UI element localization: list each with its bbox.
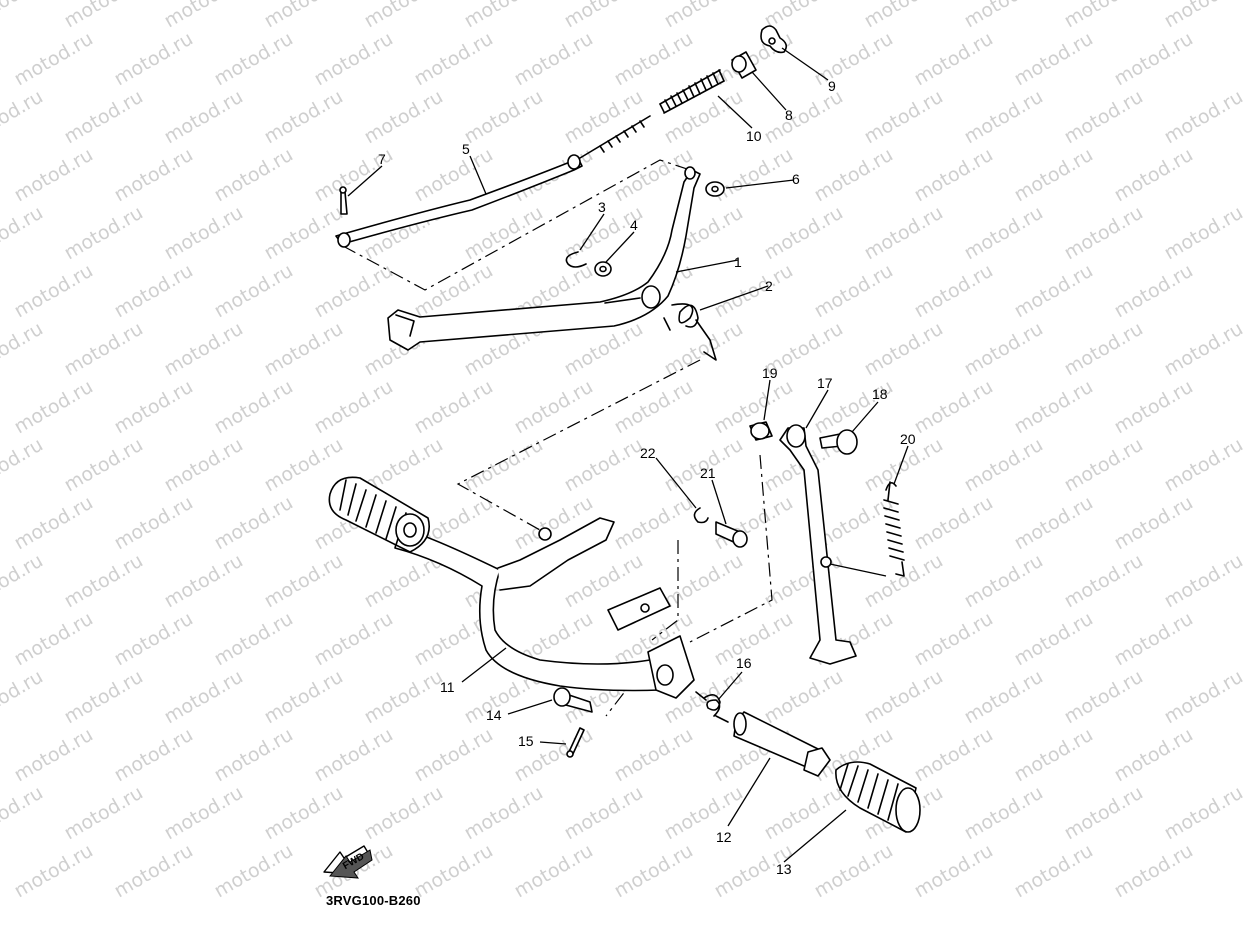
bolt-21 [715, 521, 748, 548]
return-spring [663, 303, 717, 361]
callout-labels: 1 2 3 4 5 6 7 8 9 10 11 12 13 14 15 16 1… [378, 78, 916, 877]
callout-9: 9 [828, 78, 836, 94]
diagram-code: 3RVG100-B260 [326, 893, 421, 908]
callout-10: 10 [746, 128, 762, 144]
callout-20: 20 [900, 431, 916, 447]
collar [749, 421, 773, 441]
compression-spring [659, 69, 725, 114]
callout-6: 6 [792, 171, 800, 187]
wing-nut [760, 25, 788, 54]
callout-15: 15 [518, 733, 534, 749]
callout-19: 19 [762, 365, 778, 381]
brake-rod [335, 115, 651, 248]
leader-lines [347, 47, 909, 863]
torsion-spring-16 [695, 691, 729, 723]
rod-joint [731, 51, 757, 79]
stand-spring [883, 481, 905, 577]
footrest-bar [394, 517, 695, 699]
callout-17: 17 [817, 375, 833, 391]
stand-bolt [819, 429, 858, 455]
callout-5: 5 [462, 141, 470, 157]
callout-22: 22 [640, 445, 656, 461]
callout-12: 12 [716, 829, 732, 845]
footpeg-shaft [733, 711, 831, 777]
cotter-pin-7 [339, 186, 348, 215]
forward-arrow-icon: FWD [323, 845, 373, 879]
pivot-pin [553, 687, 593, 713]
callout-14: 14 [486, 707, 502, 723]
side-stand [779, 424, 857, 665]
callout-13: 13 [776, 861, 792, 877]
circlip [565, 251, 587, 268]
callout-21: 21 [700, 465, 716, 481]
right-footpeg-rubber [835, 761, 921, 833]
callout-16: 16 [736, 655, 752, 671]
callout-4: 4 [630, 217, 638, 233]
callout-11: 11 [440, 679, 455, 695]
washer-4 [594, 261, 612, 277]
callout-1: 1 [734, 254, 742, 270]
brake-pedal [387, 166, 701, 351]
assembly-lines [342, 159, 773, 717]
callout-8: 8 [785, 107, 793, 123]
callout-2: 2 [765, 278, 773, 294]
lock-washer-22 [693, 507, 709, 524]
washer-6 [705, 181, 725, 197]
cotter-pin-15 [566, 727, 585, 758]
left-footpeg-rubber [328, 476, 430, 553]
callout-18: 18 [872, 386, 888, 402]
callout-7: 7 [378, 151, 386, 167]
callout-3: 3 [598, 199, 606, 215]
